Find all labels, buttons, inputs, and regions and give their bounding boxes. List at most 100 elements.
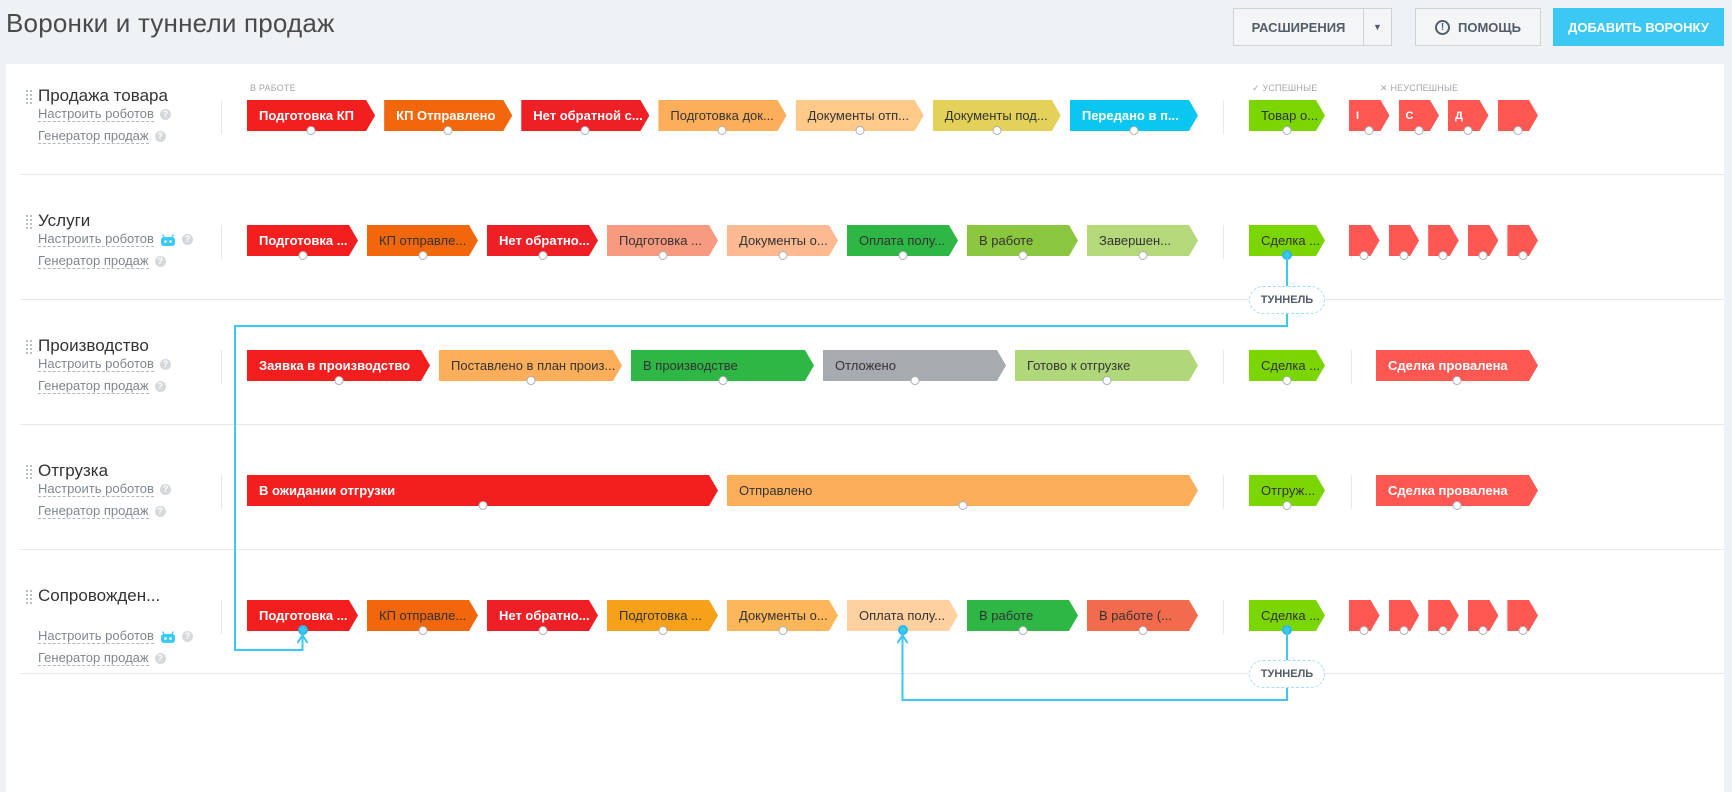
stage-item[interactable]: Нет обратно... — [487, 600, 598, 635]
stage-anchor-dot[interactable] — [898, 251, 907, 260]
drag-handle-icon[interactable] — [26, 340, 33, 354]
stage-anchor-dot[interactable] — [1138, 251, 1147, 260]
fail-anchor-dot[interactable] — [1452, 376, 1462, 385]
stage-item[interactable]: Документы о... — [727, 600, 838, 635]
help-icon[interactable]: ? — [159, 359, 171, 371]
fail-stage[interactable] — [1349, 225, 1380, 260]
sales-generator-link[interactable]: Генератор продаж? — [38, 503, 166, 519]
fail-stage-label[interactable]: Сделка провалена — [1376, 475, 1538, 506]
stage-label[interactable]: Документы отп... — [796, 100, 924, 131]
success-anchor-dot[interactable] — [1282, 376, 1292, 385]
fail-stage[interactable] — [1389, 600, 1420, 635]
robots-link[interactable]: Настроить роботов? — [38, 628, 193, 644]
fail-stage[interactable] — [1349, 600, 1380, 635]
stage-anchor-dot[interactable] — [658, 626, 667, 635]
robots-link[interactable]: Настроить роботов? — [38, 106, 171, 122]
drag-handle-icon[interactable] — [26, 590, 33, 604]
stage-anchor-dot[interactable] — [306, 126, 316, 135]
stage-item[interactable]: В работе — [967, 600, 1078, 635]
fail-anchor-dot[interactable] — [1478, 626, 1488, 635]
stage-item[interactable]: Документы о... — [727, 225, 838, 260]
robots-link[interactable]: Настроить роботов? — [38, 231, 193, 247]
funnel-name[interactable]: Отгрузка — [38, 461, 109, 480]
fail-anchor-dot[interactable] — [1518, 626, 1528, 635]
stage-item[interactable]: Передано в п... — [1070, 100, 1198, 135]
help-icon[interactable]: ? — [154, 653, 166, 665]
sales-generator-link[interactable]: Генератор продаж? — [38, 378, 166, 394]
stage-anchor-dot[interactable] — [718, 376, 727, 385]
fail-anchor-dot[interactable] — [1364, 126, 1374, 135]
stage-anchor-dot[interactable] — [992, 126, 1002, 135]
fail-anchor-dot[interactable] — [1438, 626, 1448, 635]
fail-stage-label[interactable]: Сделка провалена — [1376, 350, 1538, 381]
stage-anchor-dot[interactable] — [298, 251, 307, 260]
extensions-button[interactable]: Расширения ▼ — [1233, 8, 1392, 46]
stage-anchor-dot[interactable] — [1138, 626, 1147, 635]
tunnel-badge[interactable]: Туннель — [1249, 286, 1325, 314]
stage-label[interactable]: КП Отправлено — [384, 100, 512, 131]
stage-item[interactable]: Подготовка ... — [607, 600, 718, 635]
stage-item[interactable]: В работе — [967, 225, 1078, 260]
stage-item[interactable]: КП отправле... — [367, 600, 478, 635]
stage-item[interactable]: Подготовка док... — [658, 100, 786, 135]
help-icon[interactable]: ? — [154, 131, 166, 143]
stage-item[interactable]: КП отправле... — [367, 225, 478, 260]
fail-stage-label[interactable]: І — [1349, 100, 1390, 131]
drag-handle-icon[interactable] — [26, 90, 33, 104]
stage-item[interactable]: Оплата полу... — [847, 600, 958, 635]
fail-stage-label[interactable] — [1498, 100, 1539, 131]
stage-anchor-dot[interactable] — [717, 126, 727, 135]
fail-stage[interactable]: С — [1399, 100, 1440, 135]
stage-item[interactable]: Отложено — [823, 350, 1006, 385]
stage-item[interactable]: Нет обратной с... — [521, 100, 649, 135]
stage-item[interactable]: Отправлено — [727, 475, 1198, 510]
fail-stage[interactable] — [1428, 225, 1459, 260]
stage-anchor-dot[interactable] — [538, 626, 547, 635]
stage-item[interactable]: Нет обратно... — [487, 225, 598, 260]
stage-item[interactable]: Документы отп... — [796, 100, 924, 135]
stage-anchor-dot[interactable] — [334, 376, 343, 385]
stage-item[interactable]: Завершен... — [1087, 225, 1198, 260]
fail-anchor-dot[interactable] — [1513, 126, 1523, 135]
stage-anchor-dot[interactable] — [1102, 376, 1111, 385]
fail-stage[interactable]: І — [1349, 100, 1390, 135]
drag-handle-icon[interactable] — [26, 465, 33, 479]
stage-label[interactable]: Нет обратной с... — [521, 100, 649, 131]
help-icon[interactable]: ? — [159, 484, 171, 496]
fail-stage[interactable]: Сделка провалена — [1376, 475, 1538, 510]
stage-anchor-dot[interactable] — [418, 251, 427, 260]
fail-anchor-dot[interactable] — [1399, 626, 1409, 635]
fail-anchor-dot[interactable] — [1399, 251, 1409, 260]
funnel-name[interactable]: Продажа товара — [38, 86, 168, 105]
sales-generator-link[interactable]: Генератор продаж? — [38, 253, 166, 269]
stage-item[interactable]: В работе (... — [1087, 600, 1198, 635]
success-anchor-dot[interactable] — [1282, 250, 1292, 260]
help-icon[interactable]: ? — [159, 109, 171, 121]
stage-anchor-dot[interactable] — [897, 625, 908, 635]
fail-stage-label[interactable]: Д — [1448, 100, 1489, 131]
stage-anchor-dot[interactable] — [910, 376, 919, 385]
stage-item[interactable]: В ожидании отгрузки — [247, 475, 718, 510]
stage-item[interactable]: Заявка в производство — [247, 350, 430, 385]
help-icon[interactable]: ? — [181, 234, 193, 246]
success-stage[interactable]: Отгруж... — [1249, 475, 1325, 510]
stage-label[interactable]: Передано в п... — [1070, 100, 1198, 131]
fail-stage[interactable] — [1389, 225, 1420, 260]
stage-label[interactable]: В работе — [967, 225, 1078, 256]
stage-item[interactable]: Подготовка КП — [247, 100, 375, 135]
fail-anchor-dot[interactable] — [1414, 126, 1424, 135]
stage-item[interactable]: Подготовка ... — [607, 225, 718, 260]
help-icon[interactable]: ? — [154, 506, 166, 518]
help-icon[interactable]: ? — [154, 381, 166, 393]
fail-stage[interactable] — [1498, 100, 1539, 135]
stage-label[interactable]: Подготовка ... — [247, 225, 358, 256]
success-stage[interactable]: Сделка ... — [1249, 600, 1325, 635]
success-stage[interactable]: Сделка ... — [1249, 225, 1325, 260]
stage-item[interactable]: Подготовка ... — [247, 600, 358, 635]
stage-anchor-dot[interactable] — [538, 251, 547, 260]
fail-anchor-dot[interactable] — [1452, 501, 1462, 510]
stage-anchor-dot[interactable] — [580, 126, 590, 135]
drag-handle-icon[interactable] — [26, 215, 33, 229]
stage-item[interactable]: Готово к отгрузке — [1015, 350, 1198, 385]
funnel-name[interactable]: Сопровожден... — [38, 586, 161, 605]
